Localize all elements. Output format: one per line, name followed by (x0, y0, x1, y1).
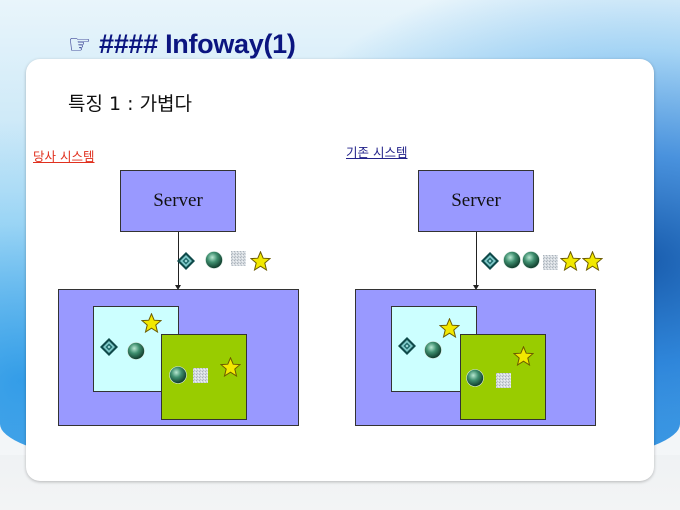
sphere-icon (169, 366, 187, 384)
slide-title: ☞ #### Infoway(1) (68, 24, 296, 64)
server-label: Server (153, 190, 203, 211)
sphere-icon (522, 251, 540, 269)
diamond-icon (100, 338, 118, 356)
sphere-icon (127, 342, 145, 360)
arrowhead-icon (473, 285, 479, 290)
texture-square-icon (496, 373, 511, 388)
slide-title-text: #### Infoway(1) (99, 28, 296, 59)
diamond-icon (398, 337, 416, 355)
star-icon (141, 313, 162, 333)
sphere-icon (466, 369, 484, 387)
texture-square-icon (193, 368, 208, 383)
server-box-legacy: Server (418, 170, 534, 232)
star-icon (513, 346, 534, 366)
star-icon (250, 251, 271, 271)
star-icon (220, 357, 241, 377)
star-icon (439, 318, 460, 338)
diamond-icon (177, 252, 195, 270)
sphere-icon (503, 251, 521, 269)
transfer-arrow-legacy (476, 232, 477, 286)
sphere-icon (205, 251, 223, 269)
pointing-hand-icon: ☞ (68, 28, 92, 59)
sphere-icon (424, 341, 442, 359)
server-label: Server (451, 190, 501, 211)
texture-square-icon (231, 251, 246, 266)
arrowhead-icon (175, 285, 181, 290)
transfer-arrow-ours (178, 232, 179, 286)
slide-subtitle: 특징 1 : 가볍다 (68, 93, 193, 115)
diamond-icon (481, 252, 499, 270)
star-icon (582, 251, 603, 271)
diagram-label-ours: 당사 시스템 (33, 149, 95, 164)
star-icon (560, 251, 581, 271)
server-box-ours: Server (120, 170, 236, 232)
diagram-label-legacy: 기존 시스템 (346, 145, 408, 160)
texture-square-icon (543, 255, 558, 270)
